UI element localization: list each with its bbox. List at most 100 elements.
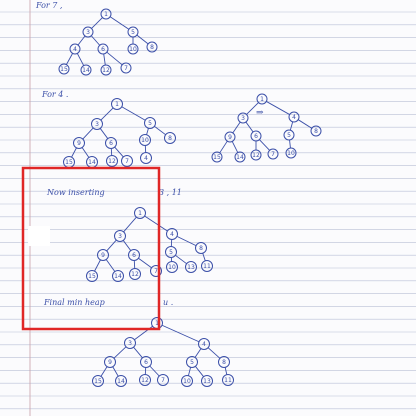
heap-node: 8 bbox=[195, 242, 207, 254]
heap-node-circle bbox=[106, 155, 118, 167]
heap-node: 10 bbox=[181, 375, 193, 387]
heap-node: 12 bbox=[139, 374, 151, 386]
heap-node-circle bbox=[164, 132, 176, 144]
tree-edge bbox=[245, 121, 254, 133]
transform-arrow: ⇒ bbox=[256, 108, 264, 118]
heap-node: 8 bbox=[164, 132, 176, 144]
tree-edge bbox=[121, 106, 146, 121]
heap-node-value: 3 bbox=[118, 233, 122, 240]
heap-node-circle bbox=[134, 207, 146, 219]
heap-node-value: 10 bbox=[168, 264, 176, 271]
heap-node-value: 14 bbox=[114, 273, 122, 280]
heap-node-circle bbox=[139, 134, 151, 146]
heap-node: 4 bbox=[198, 338, 210, 350]
heap-node-value: 8 bbox=[222, 359, 226, 366]
heap-node-value: 6 bbox=[254, 133, 258, 140]
tree-edge bbox=[246, 102, 259, 115]
heap-node-value: 14 bbox=[88, 159, 96, 166]
heap-node-value: 1 bbox=[260, 96, 264, 103]
heap-node-circle bbox=[140, 152, 152, 164]
heap-node-value: 15 bbox=[60, 66, 68, 73]
heap-node-value: 12 bbox=[131, 271, 139, 278]
heap-node-circle bbox=[127, 43, 139, 55]
heap-node-value: 15 bbox=[94, 378, 102, 385]
heap-node-circle bbox=[92, 375, 104, 387]
heap-node: 4 bbox=[69, 43, 81, 55]
highlight-box bbox=[21, 166, 161, 331]
heap-node-value: 10 bbox=[129, 46, 137, 53]
heap-node-value: 8 bbox=[168, 135, 172, 142]
heap-node-value: 7 bbox=[154, 268, 158, 275]
heap-node-value: 14 bbox=[117, 378, 125, 385]
heap-node: 6 bbox=[128, 249, 140, 261]
heap-node-circle bbox=[121, 155, 133, 167]
heap-node-circle bbox=[120, 62, 132, 74]
heap-node: 1 bbox=[151, 317, 163, 329]
heap-node-circle bbox=[73, 137, 85, 149]
tree-edge bbox=[81, 147, 90, 158]
heap-node-circle bbox=[198, 338, 210, 350]
heap-node: 4 bbox=[166, 228, 178, 240]
heap-node-circle bbox=[105, 137, 117, 149]
heap-node: 4 bbox=[288, 111, 300, 123]
heap-node-circle bbox=[256, 93, 268, 105]
heap-node-value: 1 bbox=[138, 210, 142, 217]
heap-node-value: 5 bbox=[148, 120, 152, 127]
heap-node-circle bbox=[283, 129, 295, 141]
heap-node-value: 4 bbox=[73, 46, 77, 53]
heap-node: 10 bbox=[127, 43, 139, 55]
heap-node: 1 bbox=[100, 8, 112, 20]
heap-node: 8 bbox=[218, 356, 230, 368]
heap-node-circle bbox=[157, 374, 169, 386]
tree-edge bbox=[195, 366, 204, 377]
heap-node-value: 6 bbox=[132, 252, 136, 259]
heap-node-circle bbox=[237, 112, 249, 124]
tree-edge bbox=[114, 146, 124, 158]
tree-edge bbox=[99, 128, 109, 139]
tree-edge bbox=[207, 347, 221, 359]
tree-edge bbox=[144, 215, 168, 232]
tree-edge bbox=[232, 121, 241, 134]
heap-node: 10 bbox=[139, 134, 151, 146]
heap-node-circle bbox=[100, 64, 112, 76]
heap-node: 10 bbox=[166, 261, 178, 273]
tree-edge bbox=[105, 259, 116, 272]
heap-node: 7 bbox=[120, 62, 132, 74]
heap-node: 3 bbox=[124, 337, 136, 349]
tree-edge bbox=[100, 366, 108, 377]
heap-node-circle bbox=[82, 26, 94, 38]
tree-edge bbox=[113, 346, 127, 359]
tree-edge bbox=[136, 34, 149, 45]
heap-node-value: 11 bbox=[203, 263, 211, 270]
tree-edge bbox=[90, 35, 101, 46]
heap-node-circle bbox=[115, 375, 127, 387]
tree-edge bbox=[82, 127, 94, 140]
heap-node: 12 bbox=[106, 155, 118, 167]
heap-node-circle bbox=[165, 246, 177, 258]
heap-node-value: 13 bbox=[203, 378, 211, 385]
heap-node: 14 bbox=[112, 270, 124, 282]
tree-edge bbox=[76, 53, 85, 66]
heap-node-value: 6 bbox=[144, 359, 148, 366]
heap-node-value: 9 bbox=[77, 140, 81, 147]
tree-edge bbox=[109, 16, 130, 30]
tree-edge bbox=[71, 147, 77, 158]
heap-node-value: 3 bbox=[241, 115, 245, 122]
heap-node-value: 1 bbox=[155, 320, 159, 327]
heap-node-circle bbox=[224, 131, 236, 143]
heap-node-circle bbox=[97, 249, 109, 261]
heap-node-value: 5 bbox=[131, 29, 135, 36]
heap-node: 7 bbox=[157, 374, 169, 386]
tree-edge bbox=[289, 121, 294, 131]
tree-edge bbox=[106, 239, 117, 252]
heap-node: 9 bbox=[97, 249, 109, 261]
heap-node-circle bbox=[128, 249, 140, 261]
heap-node: 13 bbox=[185, 261, 197, 273]
heap-node-circle bbox=[97, 43, 109, 55]
heap-node: 15 bbox=[58, 63, 70, 75]
heap-node-circle bbox=[112, 270, 124, 282]
tree-edge bbox=[176, 235, 197, 247]
tree-edge bbox=[149, 365, 160, 377]
